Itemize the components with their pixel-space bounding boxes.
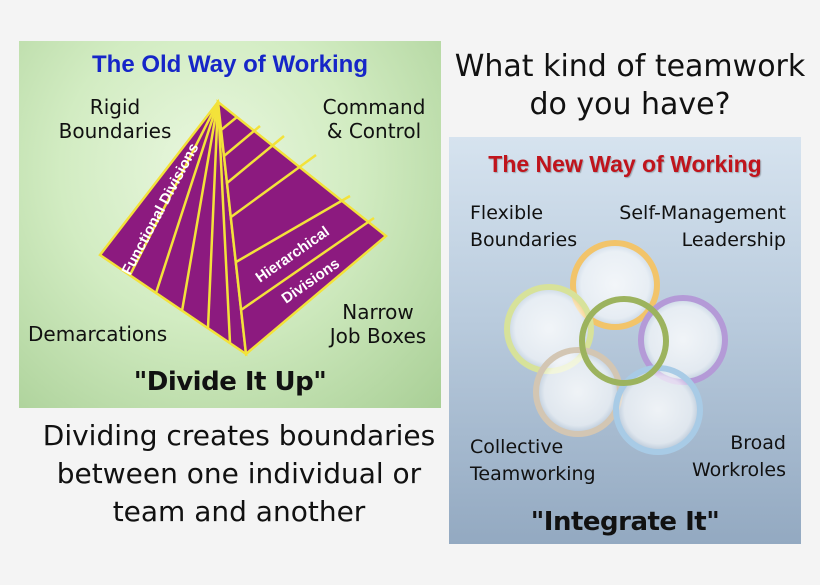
narrow-job-boxes-label: Narrow Job Boxes	[329, 300, 427, 348]
self-management-label: Self-Management Leadership	[619, 202, 786, 251]
new-way-title: The New Way of Working	[488, 151, 762, 177]
dividing-caption: Dividing creates boundaries between one …	[42, 419, 436, 528]
divide-it-up-slogan: "Divide It Up"	[133, 367, 327, 397]
broad-workroles-label: Broad Workroles	[692, 432, 786, 481]
hierarchical-division-lines	[220, 116, 375, 312]
ring-center	[579, 296, 669, 386]
collective-teamworking-label: Collective Teamworking	[470, 436, 596, 485]
flexible-boundaries-label: Flexible Boundaries	[470, 202, 578, 251]
rigid-boundaries-label: Rigid Boundaries	[58, 95, 172, 143]
command-control-label: Command & Control	[322, 95, 426, 143]
teamwork-question: What kind of teamwork do you have?	[454, 49, 806, 122]
old-way-title: The Old Way of Working	[92, 51, 368, 78]
demarcations-label: Demarcations	[28, 322, 168, 346]
functional-division-lines	[128, 101, 232, 344]
integrate-it-slogan: "Integrate It"	[530, 507, 720, 537]
ring-top	[570, 240, 660, 330]
pyramid-right-face	[216, 99, 388, 357]
